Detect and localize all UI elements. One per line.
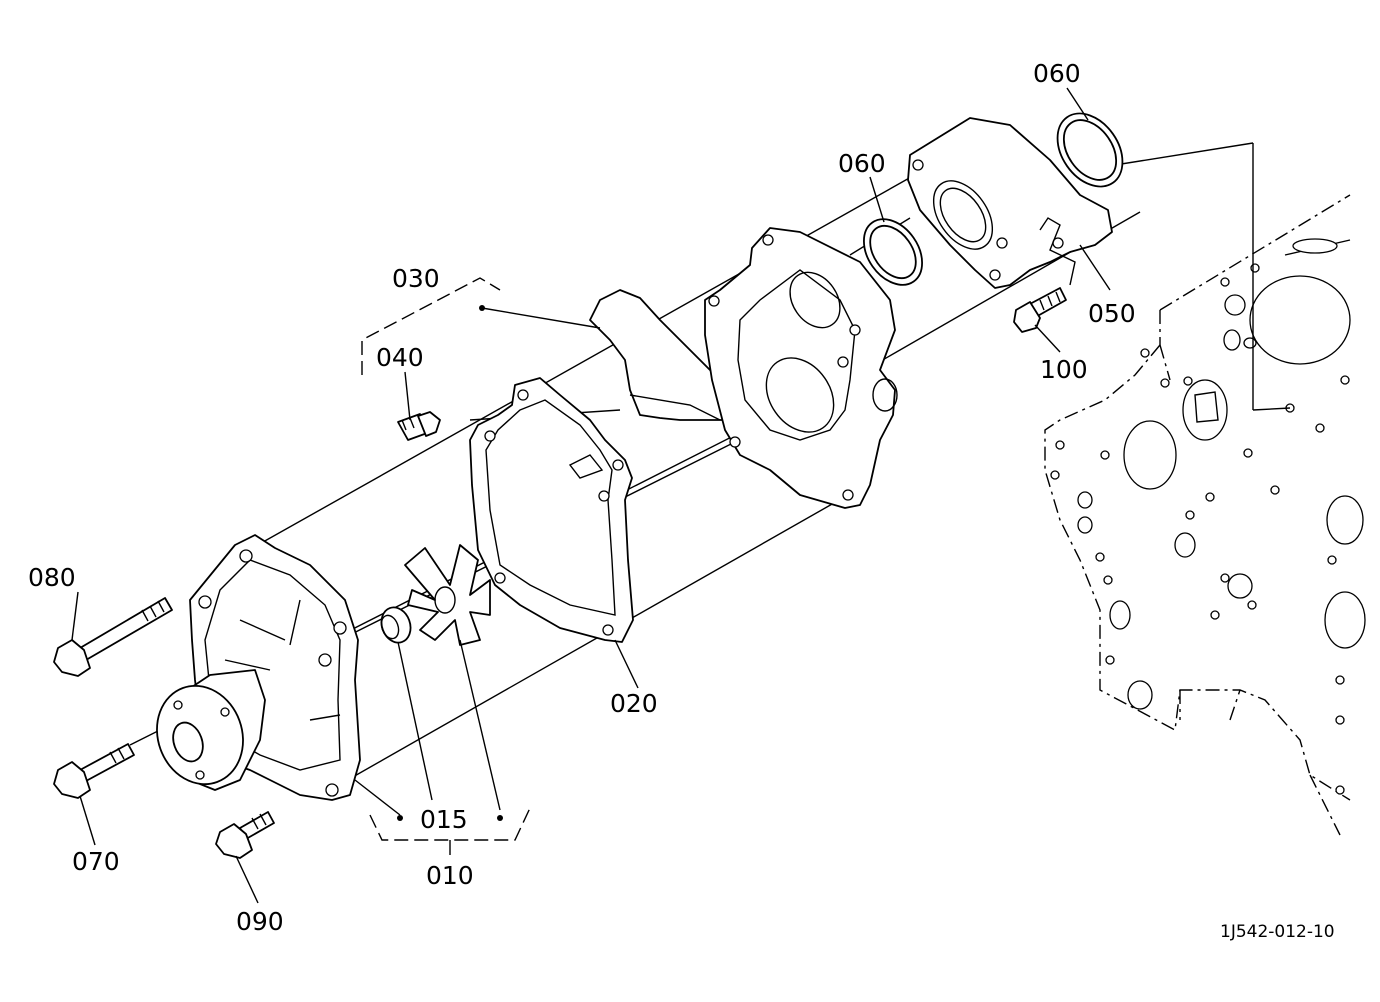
flange-050: [907, 117, 1113, 289]
label-015: 015: [420, 805, 468, 834]
seal-015: [380, 606, 412, 644]
impeller: [404, 544, 491, 646]
o-ring-060-upper: [1056, 112, 1124, 188]
engine-block: [1044, 194, 1366, 836]
bolt-080: [53, 597, 173, 677]
drawing-code: 1J542-012-10: [1220, 922, 1335, 942]
label-070: 070: [72, 847, 120, 876]
label-080: 080: [28, 563, 76, 592]
label-040: 040: [376, 343, 424, 372]
plug-040: [397, 411, 441, 441]
bolt-090: [215, 811, 275, 859]
label-050: 050: [1088, 299, 1136, 328]
label-030: 030: [392, 264, 440, 293]
o-ring-060-lower: [863, 218, 923, 286]
bolt-070: [53, 743, 135, 799]
label-010: 010: [426, 861, 474, 890]
label-020: 020: [610, 689, 658, 718]
label-060-lower: 060: [838, 149, 886, 178]
leader-lines: [71, 87, 1111, 904]
part-labels: 060 060 030 040 050 100 080 020 015 010 …: [28, 59, 1335, 942]
bolt-100: [1013, 287, 1067, 333]
label-090: 090: [236, 907, 284, 936]
label-100: 100: [1040, 355, 1088, 384]
pump-cover-010: [156, 534, 361, 801]
pump-body-030: [589, 227, 898, 509]
label-060-upper: 060: [1033, 59, 1081, 88]
gasket-020: [469, 377, 634, 643]
